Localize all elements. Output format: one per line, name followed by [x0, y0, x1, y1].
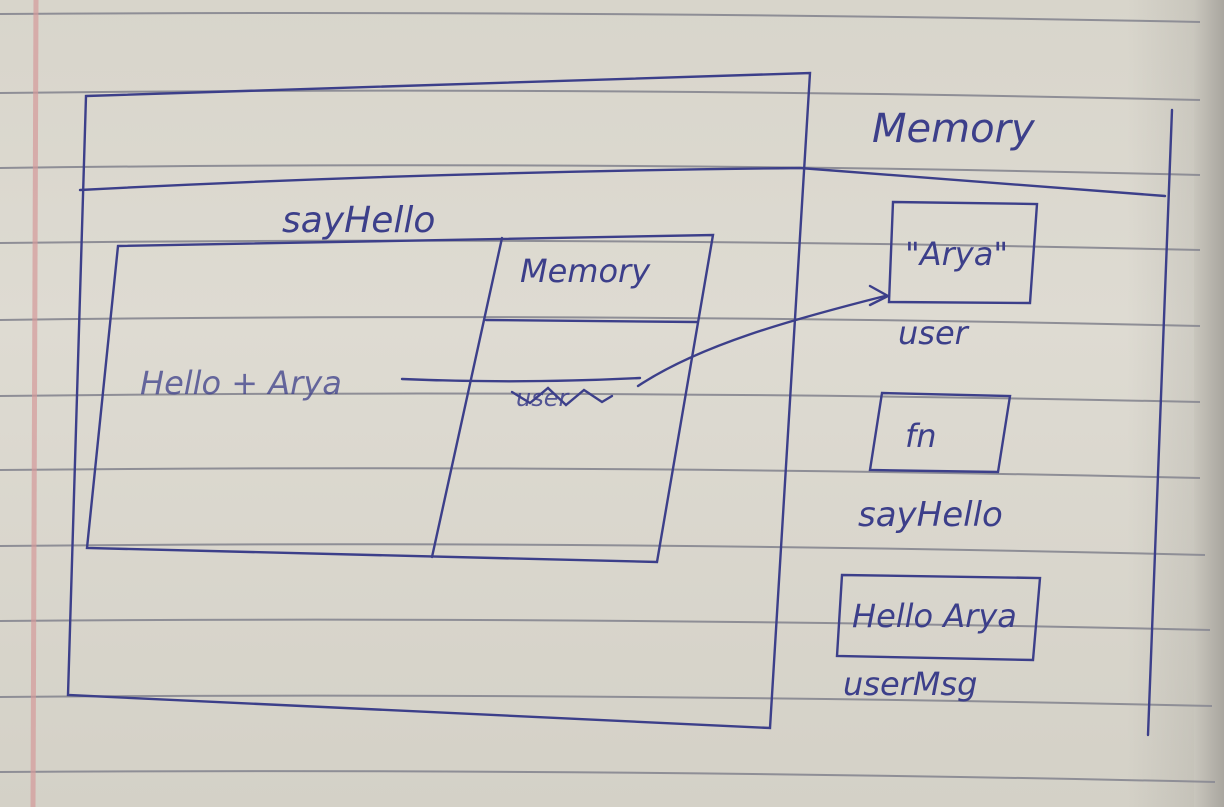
arrow-head	[868, 284, 891, 307]
page-edge	[1194, 0, 1224, 807]
global-memory-border	[1146, 108, 1174, 737]
function-memory-divider	[430, 236, 504, 559]
global-item-value-1: "Arya"	[905, 235, 1008, 273]
global-item-value-3: Hello Arya	[852, 597, 1017, 635]
function-output-text: Hello + Arya	[140, 364, 342, 402]
global-item-box-3	[835, 573, 1042, 662]
function-memory-var: user	[516, 384, 570, 412]
global-item-label-1: user	[898, 314, 970, 352]
ruled-lines	[0, 12, 1216, 783]
global-item-box-1	[887, 200, 1039, 305]
output-line	[400, 376, 642, 383]
function-box-title: sayHello	[282, 200, 435, 241]
function-box	[85, 233, 715, 564]
global-memory-title: Memory	[872, 106, 1036, 152]
global-item-box-2	[868, 391, 1012, 474]
reference-arrow	[636, 294, 887, 388]
global-item-value-2: fn	[905, 417, 937, 455]
global-item-label-3: userMsg	[843, 665, 977, 703]
margin-line	[30, 0, 39, 807]
cross-out-scribble	[510, 386, 614, 407]
function-memory-title: Memory	[520, 252, 651, 290]
function-memory-header-line	[484, 318, 699, 324]
global-item-label-2: sayHello	[858, 495, 1003, 535]
execution-context-box	[66, 71, 812, 730]
header-divider	[78, 166, 1167, 198]
